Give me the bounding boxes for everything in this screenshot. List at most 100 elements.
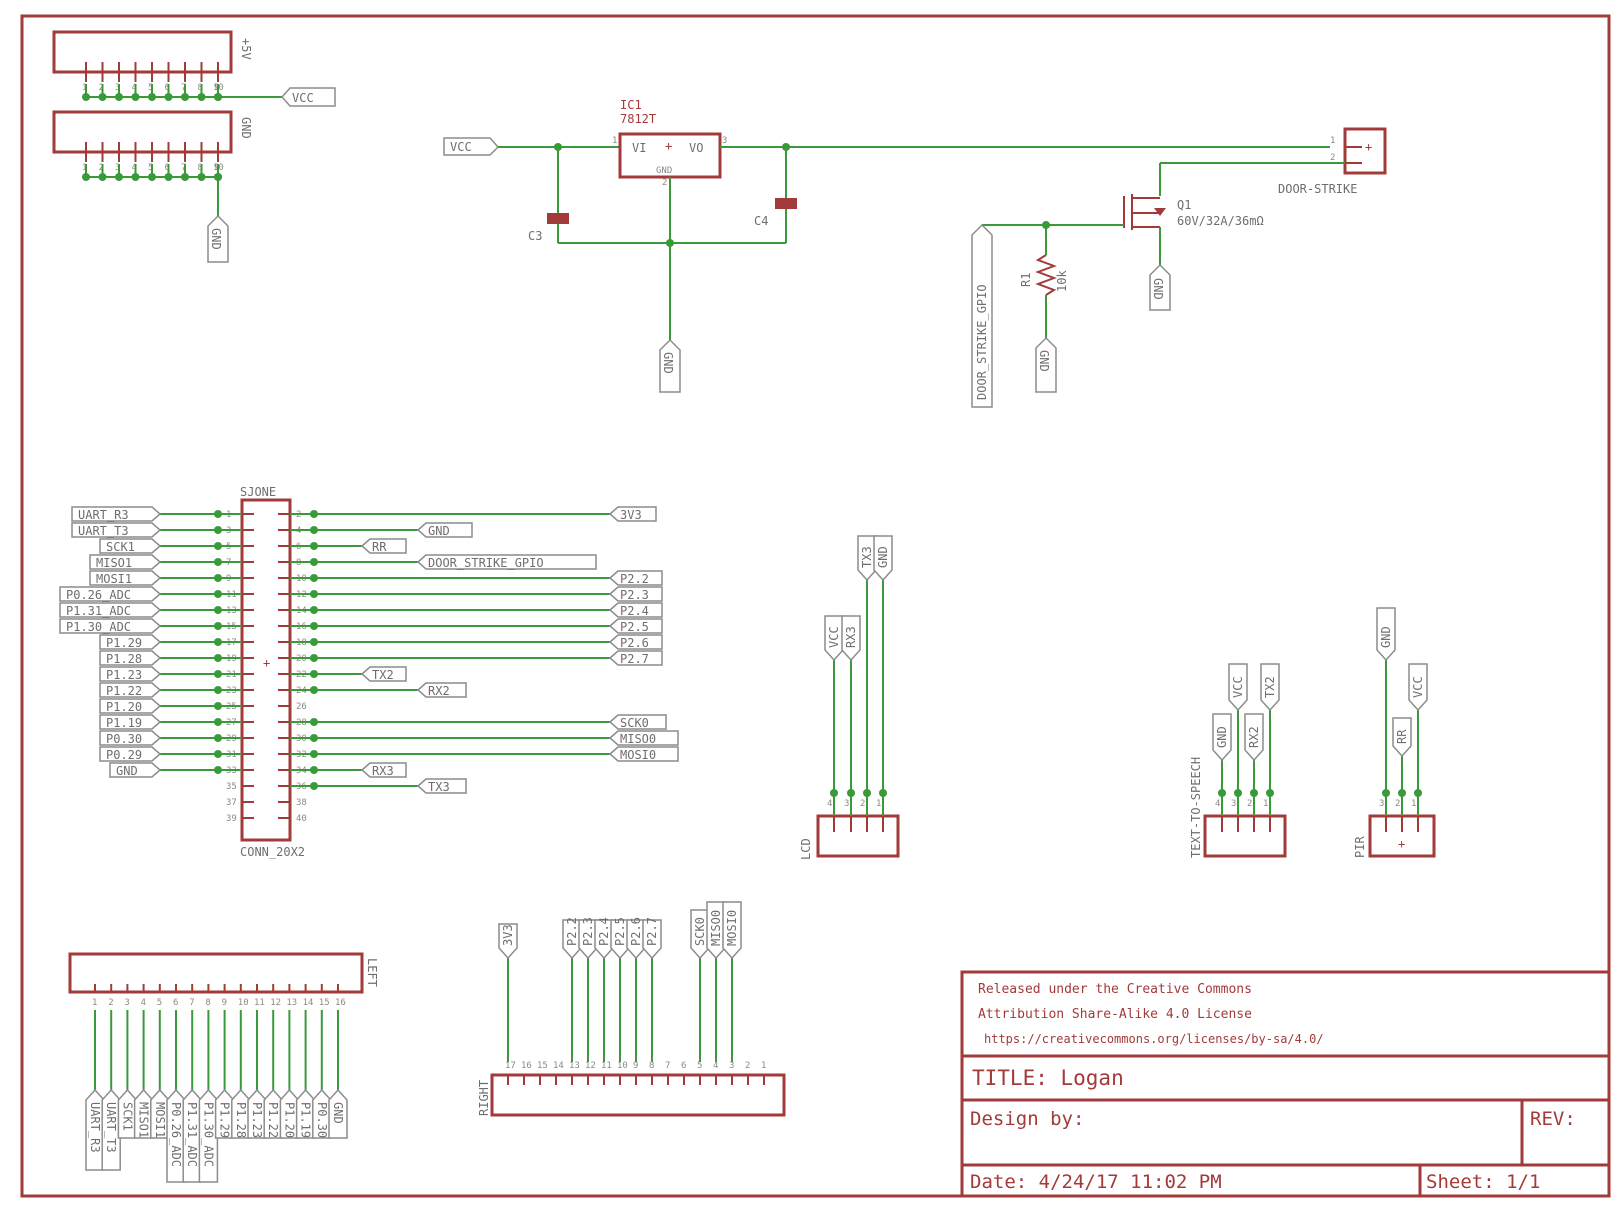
main-conn-pin-odd: 35 (226, 782, 237, 792)
right-header-pin-number: 17 (505, 1061, 516, 1071)
license-line-1: Released under the Creative Commons (978, 982, 1252, 997)
header-pin-number: 5 (148, 163, 153, 173)
conn-net-flag (857, 535, 877, 582)
main-conn-pin-even: 26 (296, 702, 307, 712)
left-net-flag (71, 506, 162, 522)
left-net-flag (59, 586, 162, 602)
left-net-flag (99, 682, 162, 698)
left-net-label: MOSI1 (96, 572, 132, 586)
left-net-label: P0.30 (106, 732, 142, 746)
ic1-vo: VO (689, 141, 703, 155)
date-text: Date: 4/24/17 11:02 PM (970, 1171, 1222, 1193)
vcc-net-flag (280, 87, 336, 107)
left-header-net-flag (263, 1088, 283, 1139)
junction-dot (863, 789, 871, 797)
conn-net-label: GND (1379, 626, 1393, 648)
left-header-net-flag (133, 1088, 154, 1139)
conn-net-flag (1228, 663, 1248, 712)
right-net-flag (608, 618, 663, 634)
main-conn-pin-even: 40 (296, 814, 307, 824)
left-header-net-label: P1.28 (234, 1102, 248, 1138)
resistor-gnd-label: GND (1037, 350, 1051, 372)
conn-net-label: VCC (1411, 676, 1425, 698)
left-header-net-flag (85, 1088, 105, 1171)
conn-net-label: TX3 (860, 546, 874, 568)
right-net-flag (416, 554, 597, 570)
right-header-pin-number: 14 (553, 1061, 564, 1071)
ic1-ref: IC1 (620, 98, 642, 112)
right-header-net-label: 3V3 (501, 924, 515, 946)
header-gnd-name: GND (239, 117, 253, 139)
left-net-label: GND (116, 764, 138, 778)
left-header-net-flag (182, 1088, 202, 1183)
junction-dot (1414, 789, 1422, 797)
conn-net-label: VCC (1231, 676, 1245, 698)
svg-text:+: + (263, 656, 270, 670)
right-net-flag (416, 522, 473, 538)
svg-text:+: + (1365, 140, 1372, 154)
ic1-pin3: 3 (722, 136, 727, 146)
header-pin-number: 4 (132, 83, 137, 93)
right-net-label: P2.3 (620, 588, 649, 602)
left-header-pin-number: 14 (303, 998, 314, 1008)
mosfet-gnd-label: GND (1151, 278, 1165, 300)
gnd-net-label: GND (209, 228, 223, 250)
right-net-flag (608, 650, 663, 666)
right-net-flag (608, 586, 663, 602)
left-header-net-label: P1.23 (250, 1102, 264, 1138)
left-header-net-label: P1.29 (218, 1102, 232, 1138)
sheet-text: Sheet: 1/1 (1426, 1171, 1540, 1193)
header-pin-number: 8 (198, 163, 203, 173)
right-header-pin-number: 10 (617, 1061, 628, 1071)
junction-dot (879, 789, 887, 797)
left-header-net-label: P1.30_ADC (201, 1102, 215, 1167)
junction-dot (1382, 789, 1390, 797)
right-header-net-label: SCK0 (693, 917, 707, 946)
conn-pin-number: 4 (827, 799, 832, 809)
left-header-net-label: P0.26_ADC (169, 1102, 183, 1167)
right-header-net-label: P2.7 (645, 917, 659, 946)
right-header-net-label: MISO0 (709, 910, 723, 946)
right-header-pin-number: 12 (585, 1061, 596, 1071)
right-header-pin-number: 3 (729, 1061, 734, 1071)
right-header-net-label: P2.6 (629, 917, 643, 946)
main-conn-pin-odd: 37 (226, 798, 237, 808)
right-net-label: TX3 (428, 780, 450, 794)
right-net-flag (608, 634, 663, 650)
left-header-net-label: GND (331, 1102, 345, 1124)
ic1-value: 7812T (620, 112, 656, 126)
left-header-net-label: MISO1 (137, 1102, 151, 1138)
header-pin-number: 6 (165, 163, 170, 173)
conn-pin-number: 3 (1231, 799, 1236, 809)
gnd-net-flag (207, 214, 229, 263)
conn-net-flag (1408, 663, 1428, 712)
tts-body (1203, 814, 1287, 858)
conn-net-label: GND (876, 546, 890, 568)
right-header-net-label: P2.4 (597, 917, 611, 946)
right-net-label: DOOR_STRIKE_GPIO (428, 556, 544, 570)
main-conn-pin-even: 38 (296, 798, 307, 808)
right-net-label: P2.7 (620, 652, 649, 666)
left-net-label: P1.22 (106, 684, 142, 698)
junction-dot (1218, 789, 1226, 797)
left-net-flag (109, 762, 162, 778)
regulator-vcc-label: VCC (450, 140, 472, 154)
c4-label: C4 (754, 214, 768, 228)
conn-pin-number: 2 (860, 799, 865, 809)
resistor-gnd-flag (1035, 336, 1057, 393)
license-line-3: https://creativecommons.org/licenses/by-… (984, 1032, 1324, 1046)
design-by: Design by: (970, 1108, 1084, 1130)
conn-net-flag (1244, 713, 1264, 762)
header-pin-number: 7 (181, 163, 186, 173)
right-header-net-label: P2.2 (565, 917, 579, 946)
right-header-pin-number: 16 (521, 1061, 532, 1071)
left-header-pin-number: 2 (108, 998, 113, 1008)
left-header-net-flag (166, 1088, 186, 1183)
left-net-label: P0.26_ADC (66, 588, 131, 602)
right-net-flag (360, 762, 407, 778)
